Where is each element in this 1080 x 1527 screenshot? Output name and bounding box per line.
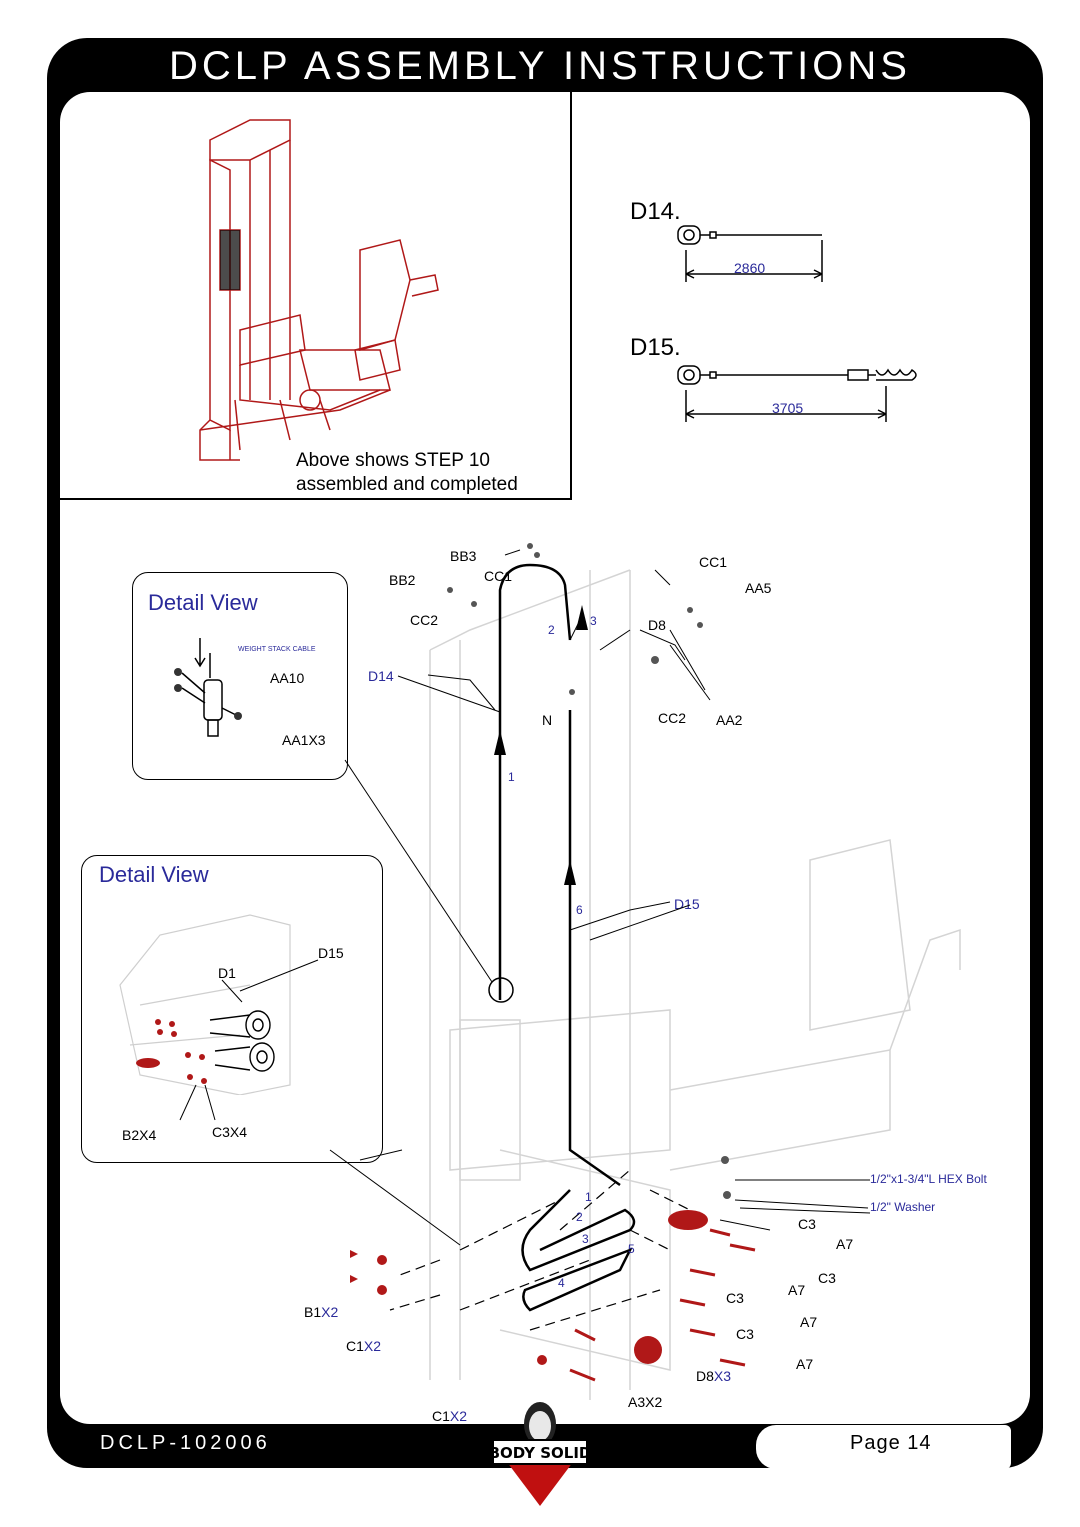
cable-d15-length: 3705 [772, 400, 804, 416]
detail-view-top-title: Detail View [148, 590, 258, 615]
detail-view-bottom [81, 855, 383, 1163]
label-cc2-left: CC2 [410, 612, 439, 628]
cable-segment-1: 1 [508, 770, 515, 784]
body-solid-logo: BODY SOLID [489, 1402, 592, 1506]
label-a3x2: A3X2 [628, 1394, 663, 1410]
pulley-detail-drawing [119, 914, 291, 1095]
detail-view-bottom-title: Detail View [99, 862, 209, 887]
assembly-diagram [350, 543, 961, 1400]
label-aa2: AA2 [716, 712, 743, 728]
label-d8: D8 [648, 617, 666, 633]
detail-bottom-part-b2x4: B2X4 [122, 1127, 157, 1143]
detail-bottom-part-d15: D15 [318, 945, 344, 961]
pulley-path-2: 2 [576, 1210, 583, 1224]
cable-segment-6: 6 [576, 903, 583, 917]
detail-bottom-part-d1: D1 [218, 965, 236, 981]
label-c3-1: C3 [798, 1216, 816, 1232]
label-cc1-right: CC1 [699, 554, 728, 570]
label-a7-4: A7 [796, 1356, 814, 1372]
label-d14-cable: D14 [368, 668, 394, 684]
label-cc1-left: CC1 [484, 568, 513, 584]
cable-d15-drawing [677, 365, 917, 422]
label-washer: 1/2" Washer [870, 1200, 936, 1214]
pulley-path-5: 5 [628, 1242, 635, 1256]
label-c3-3: C3 [726, 1290, 744, 1306]
cable-d14-id: D14. [630, 198, 681, 225]
label-n: N [542, 712, 553, 728]
detail-bottom-part-c3x4: C3X4 [212, 1124, 248, 1140]
detail-top-part-aa10: AA10 [270, 670, 305, 686]
label-bb3: BB3 [450, 548, 477, 564]
weight-stack-cable-detail [174, 638, 242, 737]
detail-view-top [132, 572, 348, 780]
label-a7-2: A7 [788, 1282, 806, 1298]
weight-stack-cable-label: WEIGHT STACK CABLE [238, 646, 316, 653]
label-hex-bolt: 1/2"x1-3/4"L HEX Bolt [870, 1172, 987, 1186]
cable-d14-drawing [677, 225, 823, 282]
cable-d15-id: D15. [630, 334, 681, 361]
overview-panel [60, 90, 572, 500]
label-c3-4: C3 [736, 1326, 754, 1342]
page-number: Page 14 [850, 1432, 932, 1454]
pulley-number-2: 2 [548, 623, 555, 637]
label-bb2: BB2 [389, 572, 416, 588]
label-c1x2-lower: C1X2 [432, 1408, 468, 1424]
label-c1x2-upper: C1X2 [346, 1338, 382, 1354]
detail-top-part-aa1x3: AA1X3 [282, 732, 326, 748]
overview-caption-line1: Above shows STEP 10 [296, 450, 490, 471]
machine-overview-drawing [199, 119, 439, 461]
pulley-path-1: 1 [585, 1190, 592, 1204]
document-code: DCLP-102006 [100, 1432, 271, 1454]
pulley-number-3: 3 [590, 614, 597, 628]
label-c3-2: C3 [818, 1270, 836, 1286]
pulley-path-4: 4 [558, 1276, 565, 1290]
overview-caption-line2: assembled and completed [296, 474, 518, 495]
page-number-box [756, 1425, 1011, 1469]
label-b1x2: B1X2 [304, 1304, 339, 1320]
pulley-path-3: 3 [582, 1232, 589, 1246]
page-title: DCLP ASSEMBLY INSTRUCTIONS [169, 44, 911, 88]
label-cc2-right: CC2 [658, 710, 687, 726]
label-d8x3: D8X3 [696, 1368, 732, 1384]
label-a7-3: A7 [800, 1314, 818, 1330]
cable-d14-length: 2860 [734, 260, 766, 276]
label-a7-1: A7 [836, 1236, 854, 1252]
svg-text:BODY SOLID: BODY SOLID [489, 1444, 592, 1462]
label-aa5: AA5 [745, 580, 772, 596]
